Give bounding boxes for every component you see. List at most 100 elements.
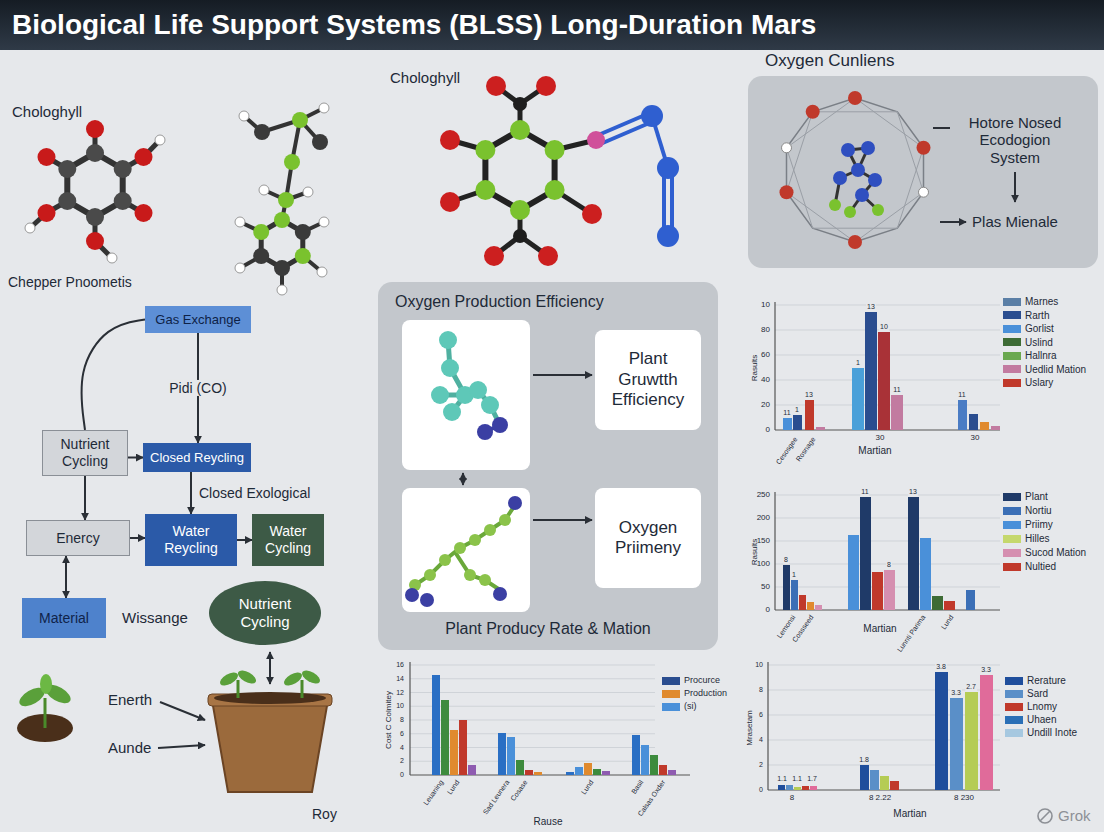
chart-grid (775, 305, 1000, 306)
molecule-figure (274, 212, 290, 228)
legend-entry: Plant (1003, 491, 1048, 502)
legend-entry: Hilles (1003, 533, 1049, 544)
molecule-figure (479, 574, 491, 586)
panel-caption: Plant Producy Rate & Mation (445, 619, 650, 638)
molecule-figure (486, 76, 506, 96)
bar-series (783, 312, 1000, 430)
arrow (463, 375, 592, 520)
molecule-figure (485, 130, 554, 210)
molecule-figure (829, 199, 884, 218)
bar (783, 565, 790, 610)
molecule-figure (475, 140, 495, 160)
bar (641, 745, 649, 775)
axis-tick: 8 230 (954, 793, 974, 802)
molecule-figure (277, 285, 287, 295)
category-label: Cosase (509, 779, 529, 803)
molecule-figure (829, 199, 841, 211)
bar (802, 786, 809, 790)
plant-illustration (40, 674, 52, 694)
legend-entry: Uslary (1003, 377, 1053, 388)
molecule-figure (780, 91, 931, 249)
molecule-figure (235, 103, 329, 295)
node-text: Enercy (56, 530, 100, 547)
plant-illustration (236, 668, 258, 687)
legend-text: Hallnra (1025, 350, 1057, 361)
plant-illustration (300, 668, 322, 687)
bar (450, 730, 458, 775)
axis-tick: 16 (396, 661, 404, 669)
plant-illustration (212, 700, 328, 792)
molecule-figure (657, 225, 679, 247)
bar (966, 590, 975, 610)
node-text: Water Reycling (151, 523, 231, 557)
bar (793, 415, 802, 430)
axis-tick: 4 (400, 743, 404, 751)
legend-text: Uslary (1025, 377, 1053, 388)
legend-text: Sucod Mation (1025, 547, 1086, 558)
chart-grid (410, 665, 655, 666)
molecule-figure (25, 135, 165, 263)
legend-entry: Nultied (1003, 561, 1056, 572)
molecule-figure (641, 105, 679, 247)
bar (991, 426, 1000, 430)
molecule-figure (107, 253, 117, 263)
bar-value: 13 (908, 488, 918, 496)
legend-text: Lnomy (1027, 701, 1057, 712)
bar (525, 770, 533, 775)
axis-tick: 6 (400, 730, 404, 738)
legend-entry: Procurce (662, 676, 720, 686)
bar (891, 395, 903, 430)
axis-title: Martian (858, 445, 891, 457)
axis-tick: 4 (759, 736, 763, 744)
molecule-figure (477, 424, 493, 440)
plant-illustration (16, 652, 332, 792)
molecule-figure (513, 97, 527, 111)
bar (878, 332, 890, 430)
bar-value: 1 (791, 571, 797, 579)
bar (778, 785, 785, 790)
bar (860, 497, 871, 610)
node-text: Material (39, 610, 89, 627)
legend-entry: Rerature (1005, 675, 1066, 686)
molecule-figure (405, 496, 522, 607)
process-box: Enercy (26, 520, 130, 556)
plant-illustration (269, 652, 271, 684)
bar-series (783, 497, 975, 610)
molecule-figure (253, 112, 311, 264)
legend-swatch (1003, 338, 1021, 346)
axis-tick: 0 (766, 605, 770, 614)
molecule-figure (38, 204, 56, 222)
axis-tick: 6 (759, 711, 763, 719)
axis-title: Martian (863, 623, 896, 635)
molecule-figure (86, 232, 104, 250)
axis-tick: 2 (400, 757, 404, 765)
bar (865, 312, 877, 430)
legend-swatch (1003, 365, 1021, 373)
bar (593, 769, 601, 775)
legend-swatch (1005, 729, 1023, 737)
molecule-figure (641, 105, 663, 127)
bar (890, 781, 899, 790)
plant-illustration (282, 670, 304, 689)
molecule-figure (292, 112, 308, 128)
bar-value: 3.3 (950, 689, 962, 697)
legend-entry: Production (662, 689, 727, 699)
molecule-figure (833, 141, 882, 202)
molecule-figure (431, 331, 499, 421)
molecule-figure (114, 160, 132, 178)
molecule-figure (319, 217, 329, 227)
molecule-figure (295, 248, 311, 264)
bar (432, 675, 440, 775)
panel-heading: Oxygen Production Efficiency (395, 292, 604, 311)
molecule-figure (58, 144, 131, 226)
chart-axis (767, 662, 768, 790)
category-label: Lund (940, 614, 956, 631)
bar (872, 572, 883, 610)
molecule-figure (484, 246, 504, 266)
chart-grid (768, 665, 1000, 666)
bar-value: 11 (957, 391, 966, 399)
molecule-figure (782, 143, 929, 197)
molecule-figure (38, 120, 153, 250)
molecule-figure (475, 120, 564, 220)
category-label: Lunnti Parima (896, 614, 927, 654)
